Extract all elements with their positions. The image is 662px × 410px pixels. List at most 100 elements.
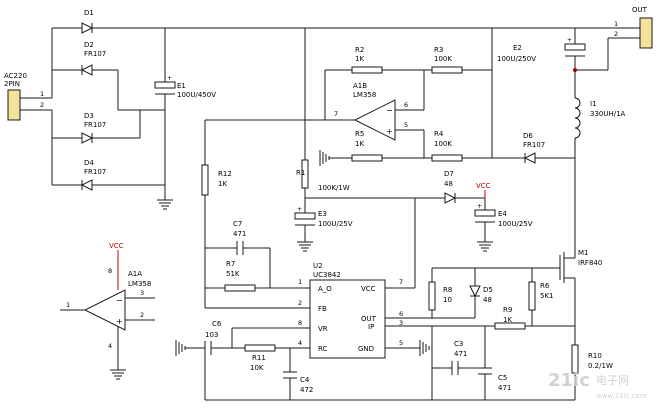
a1a-pin-4: 4: [108, 342, 112, 350]
a1b-ref: A1B: [353, 82, 367, 90]
u2-pin8-name: VR: [318, 325, 328, 333]
r11-ref: R11: [252, 354, 266, 362]
svg-text:+: +: [477, 203, 482, 210]
resistor-r11: R11 10K: [232, 344, 310, 372]
u2-pin8-num: 8: [298, 319, 302, 327]
ground-icon: [297, 241, 313, 252]
d2-ref: D2: [84, 41, 94, 49]
input-connector-type: 2PIN: [4, 80, 20, 88]
m1-ref: M1: [578, 249, 589, 257]
svg-text:+: +: [167, 75, 172, 82]
watermark: 21ic 电子网 www.21ic.com: [548, 370, 647, 400]
bridge-rectifier: D1 D2 FR107 D3 FR107 D4 FR107: [51, 9, 165, 191]
capacitor-e4: + E4 100U/25V: [474, 198, 533, 252]
ground-icon: [419, 340, 430, 356]
ic-u2: U2 UC3842 A_O FB VR RC VCC OUT IP GND 1 …: [298, 262, 403, 359]
d4-value: FR107: [84, 168, 106, 176]
c5-ref: C5: [498, 374, 507, 382]
e3-value: 100U/25V: [318, 220, 353, 228]
ground-icon: [319, 150, 330, 166]
r6-value: 5K1: [540, 292, 554, 300]
r10-value: 0.2/1W: [588, 362, 613, 370]
capacitor-c5: C5 471: [478, 326, 511, 400]
d7-value: 48: [444, 180, 453, 188]
r3-value: 100K: [434, 55, 452, 63]
d1-ref: D1: [84, 9, 94, 17]
svg-text:−: −: [116, 296, 123, 305]
e1-value: 100U/450V: [177, 91, 216, 99]
a1a-pin-3: 3: [140, 289, 144, 297]
output-pin-1: 1: [614, 20, 618, 28]
e4-ref: E4: [498, 210, 507, 218]
c6-ref: C6: [212, 320, 222, 328]
diode-d4: D4 FR107: [80, 159, 165, 191]
u2-pin2-num: 2: [298, 299, 302, 307]
opamp-a1b: − + A1B LM358 6 5 7: [334, 82, 408, 141]
r12-value: 1K: [218, 180, 227, 188]
ground-icon: [157, 199, 173, 210]
svg-text:−: −: [386, 106, 393, 115]
u2-pin5-num: 5: [399, 339, 403, 347]
d2-value: FR107: [84, 50, 106, 58]
c7-ref: C7: [233, 220, 242, 228]
output-pin-2: 2: [614, 30, 618, 38]
input-connector-name: AC220: [4, 72, 27, 80]
output-connector: OUT 1 2: [575, 6, 653, 70]
r7-ref: R7: [226, 260, 235, 268]
d6-value: FR107: [523, 141, 545, 149]
capacitor-c4: C4 472: [283, 348, 313, 400]
i1-ref: I1: [590, 100, 597, 108]
c3-value: 471: [454, 350, 467, 358]
d3-value: FR107: [84, 121, 106, 129]
u2-pin6-num: 6: [399, 310, 403, 318]
inductor-i1: I1 330UH/1A: [574, 70, 626, 258]
a1a-pin-8: 8: [108, 267, 112, 275]
a1b-pin-plus: 5: [404, 121, 408, 129]
r9-ref: R9: [503, 306, 512, 314]
r5-value: 1K: [355, 140, 364, 148]
a1a-value: LM358: [128, 280, 151, 288]
diode-d1: D1: [80, 9, 165, 34]
e4-value: 100U/25V: [498, 220, 533, 228]
resistor-r3: R3 100K: [431, 46, 492, 74]
resistor-r9: R9 1K: [494, 306, 575, 330]
u2-value: UC3842: [313, 271, 341, 279]
a1b-pin-out: 7: [334, 110, 338, 118]
diode-d3: D3 FR107: [80, 112, 118, 144]
watermark-domain: www.21ic.com: [596, 392, 647, 400]
resistor-r12: R12 1K: [201, 164, 232, 308]
resistor-r1: R1 100K/1W: [296, 159, 350, 213]
d5-ref: D5: [483, 286, 493, 294]
opamp-a1a: VCC − + A1A LM358 1 3 2 8 4: [60, 242, 155, 380]
r1-ref: R1: [296, 169, 305, 177]
e3-ref: E3: [318, 210, 327, 218]
diode-d7: D7 48: [444, 170, 485, 204]
u2-pin2-name: FB: [318, 305, 327, 313]
u2-pin6-name: OUT: [361, 315, 377, 323]
r3-ref: R3: [434, 46, 443, 54]
capacitor-e3: + E3 100U/25V: [294, 206, 353, 252]
resistor-r5: R5 1K: [329, 130, 432, 162]
a1b-pin-minus: 6: [404, 101, 408, 109]
c4-ref: C4: [300, 376, 310, 384]
capacitor-e2: + E2 100U/250V: [497, 37, 586, 70]
r2-ref: R2: [355, 46, 364, 54]
r4-value: 100K: [434, 140, 452, 148]
svg-text:+: +: [567, 37, 572, 44]
capacitor-c7: C7 471: [205, 220, 271, 288]
u2-pin1-name: A_O: [318, 285, 332, 293]
d4-ref: D4: [84, 159, 94, 167]
watermark-logo: 21ic: [548, 370, 590, 391]
u2-pin3-name: IP: [368, 323, 374, 331]
diode-d5: D5 48: [432, 268, 493, 319]
r5-ref: R5: [355, 130, 364, 138]
u2-pin1-num: 1: [298, 278, 302, 286]
d5-value: 48: [483, 296, 492, 304]
ground-icon: [175, 340, 186, 356]
resistor-r10: R10 0.2/1W: [571, 344, 613, 400]
capacitor-c6: C6 103: [185, 320, 310, 355]
resistor-r8: R8 10: [428, 268, 452, 318]
m1-value: IRF840: [578, 259, 602, 267]
input-pin-1: 1: [40, 90, 44, 98]
e2-value: 100U/250V: [497, 55, 536, 63]
